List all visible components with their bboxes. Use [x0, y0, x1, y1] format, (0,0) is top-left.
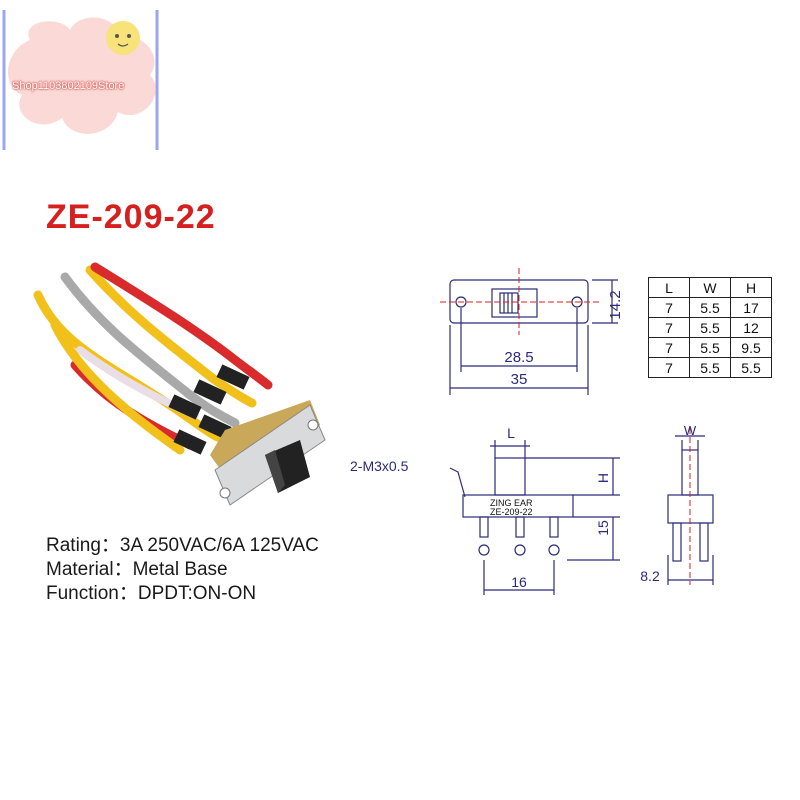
table-cell: 7 — [648, 337, 690, 358]
dim-8-2-label: 8.2 — [640, 568, 660, 584]
technical-drawing: 14.2 28.5 35 L H 15 16 W 8.2 2-M3x0.5 ZI… — [350, 268, 714, 595]
dim-16-label: 16 — [511, 574, 527, 590]
table-cell: 7 — [648, 297, 690, 318]
table-header-W: W — [689, 277, 731, 298]
table-cell: 5.5 — [730, 357, 772, 378]
table-cell: 5.5 — [689, 357, 731, 378]
store-watermark-text: Shop1103802109Store — [12, 80, 125, 92]
dim-15-label: 15 — [595, 520, 611, 536]
table-cell: 5.5 — [689, 297, 731, 318]
table-cell: 9.5 — [730, 337, 772, 358]
spec-function: Function：DPDT:ON-ON — [46, 583, 257, 604]
table-cell: 5.5 — [689, 317, 731, 338]
brand-label: ZING EAR — [490, 498, 533, 508]
dim-hole-spacing-label: 28.5 — [504, 349, 533, 366]
sun-icon — [106, 21, 140, 55]
table-header-H: H — [730, 277, 772, 298]
table-row: 7 5.5 12 — [648, 317, 772, 338]
product-title: ZE-209-22 — [46, 198, 216, 236]
spec-rating: Rating：3A 250VAC/6A 125VAC — [46, 535, 319, 556]
table-cell: 7 — [648, 357, 690, 378]
model-label: ZE-209-22 — [490, 507, 533, 517]
dim-length-label: 35 — [511, 371, 528, 388]
dim-L-label: L — [507, 425, 515, 441]
dim-H-label: H — [595, 473, 611, 483]
table-row: 7 5.5 17 — [648, 297, 772, 318]
table-cell: 12 — [730, 317, 772, 338]
store-logo — [2, 10, 159, 150]
table-header-row: L W H — [648, 277, 772, 298]
table-cell: 17 — [730, 297, 772, 318]
table-cell: 7 — [648, 317, 690, 338]
dim-height-label: 14.2 — [607, 290, 624, 319]
dimension-table: L W H 7 5.5 17 7 5.5 12 7 5.5 9.5 7 5.5 … — [648, 277, 772, 378]
table-header-L: L — [648, 277, 690, 298]
table-cell: 5.5 — [689, 337, 731, 358]
spec-material: Material：Metal Base — [46, 559, 228, 580]
table-row: 7 5.5 9.5 — [648, 337, 772, 358]
table-row: 7 5.5 5.5 — [648, 357, 772, 378]
thread-label: 2-M3x0.5 — [350, 458, 409, 474]
product-photo — [33, 262, 326, 506]
dim-W-label: W — [684, 423, 697, 438]
